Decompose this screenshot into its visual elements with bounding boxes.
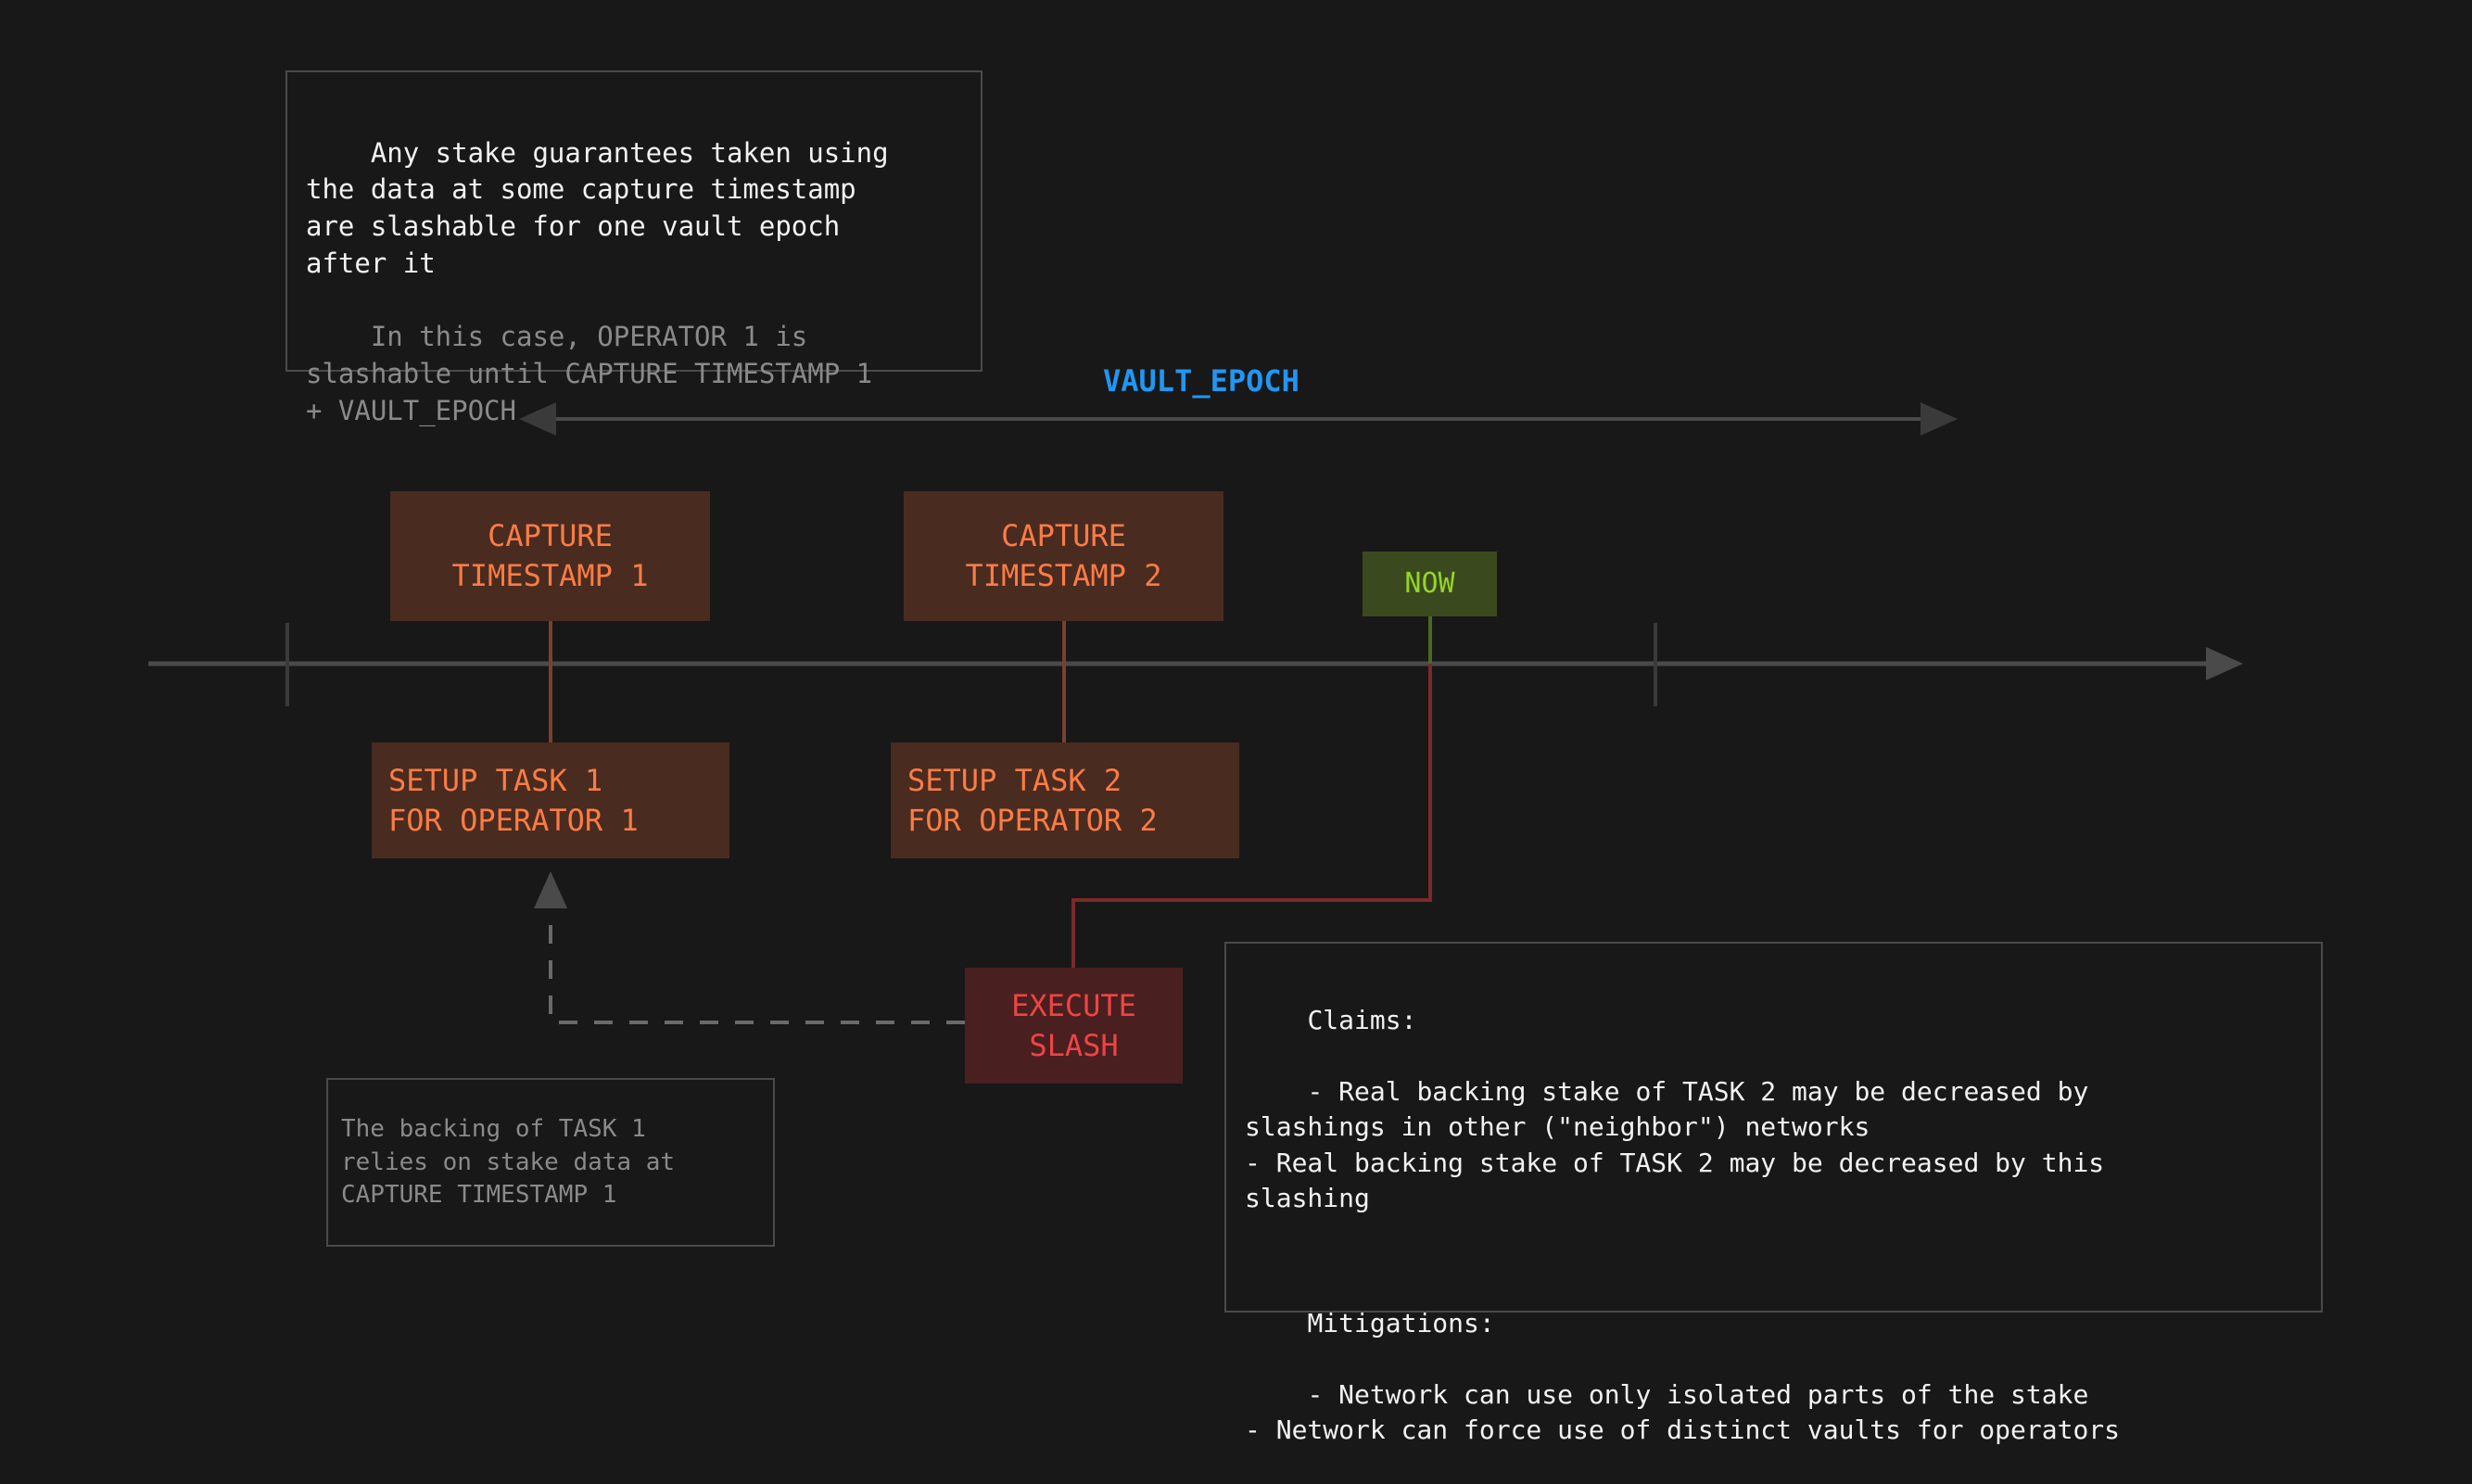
node-setup-task-1[interactable]: SETUP TASK 1 FOR OPERATOR 1 [372, 742, 729, 858]
node-execute-slash[interactable]: EXECUTE SLASH [965, 968, 1183, 1084]
note-claims-mitigations: Claims: - Real backing stake of TASK 2 m… [1224, 942, 2323, 1445]
connector-slash-task1-dashed [534, 871, 965, 1024]
node-setup-task-2[interactable]: SETUP TASK 2 FOR OPERATOR 2 [891, 742, 1239, 858]
note-task1-backing: The backing of TASK 1 relies on stake da… [326, 1078, 775, 1247]
node-capture-timestamp-1[interactable]: CAPTURE TIMESTAMP 1 [390, 491, 710, 621]
note-epoch-rule-dim-text: In this case, OPERATOR 1 is slashable un… [306, 321, 873, 426]
vault-epoch-label: VAULT_EPOCH [1103, 363, 1299, 399]
timeline-axis [148, 623, 2243, 706]
node-capture-timestamp-2[interactable]: CAPTURE TIMESTAMP 2 [904, 491, 1223, 621]
mitigations-heading: Mitigations: [1307, 1308, 1495, 1339]
claims-items: - Real backing stake of TASK 2 may be de… [1245, 1076, 2105, 1214]
claims-heading: Claims: [1307, 1005, 1417, 1036]
node-now[interactable]: NOW [1363, 552, 1497, 616]
claims-spacer [1245, 1252, 2321, 1271]
diagram-canvas: VAULT_EPOCH Any stake guarantees taken u… [148, 70, 2323, 1446]
note-epoch-rule: Any stake guarantees taken using the dat… [285, 70, 982, 426]
note-epoch-rule-bright-text: Any stake guarantees taken using the dat… [306, 136, 889, 279]
vault-epoch-arrow [519, 402, 1958, 436]
